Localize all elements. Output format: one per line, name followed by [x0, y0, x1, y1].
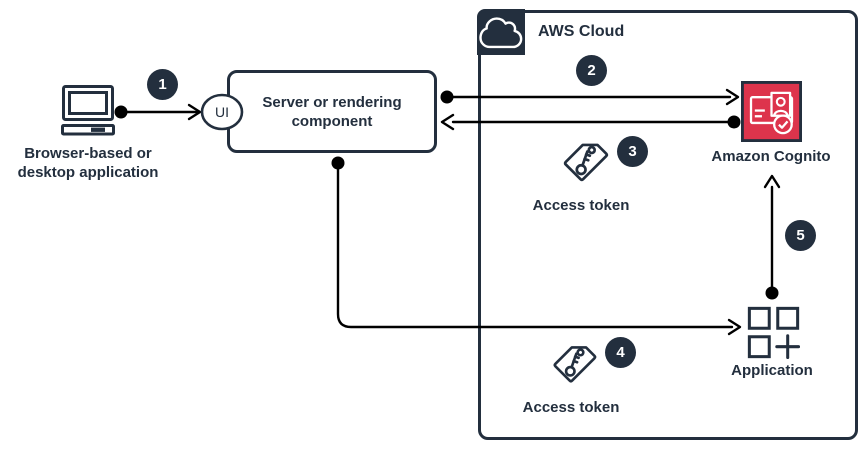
aws-cloud-title: AWS Cloud [538, 23, 625, 40]
step-badge-1: 1 [147, 69, 178, 100]
arrow-step-4 [331, 156, 742, 336]
access-token-icon-bottom [553, 346, 597, 383]
cloud-icon [479, 17, 523, 49]
step-badge-2: 2 [576, 55, 607, 86]
application-node-label: Application [731, 362, 813, 379]
step-badge-3: 3 [617, 136, 648, 167]
arrow-step-5 [763, 174, 781, 300]
amazon-cognito-icon [741, 81, 802, 142]
ui-circle-label: UI [215, 104, 229, 120]
application-icon [747, 306, 800, 359]
arrow-step-3 [440, 113, 741, 131]
access-token-icon-top [563, 143, 609, 182]
arrow-step-1 [114, 103, 202, 121]
browser-node-label: Browser-based or desktop application [17, 145, 159, 181]
arrow-step-2 [440, 88, 740, 106]
step-badge-5: 5 [785, 220, 816, 251]
aws-cloud-group-icon [477, 9, 525, 55]
access-token-label-top: Access token [532, 197, 630, 214]
desktop-computer-icon [61, 85, 115, 136]
step-badge-4: 4 [605, 337, 636, 368]
aws-cloud-container [478, 10, 858, 440]
access-token-label-bottom: Access token [522, 399, 620, 416]
ui-circle-node [200, 93, 244, 131]
cognito-node-label: Amazon Cognito [711, 148, 831, 165]
